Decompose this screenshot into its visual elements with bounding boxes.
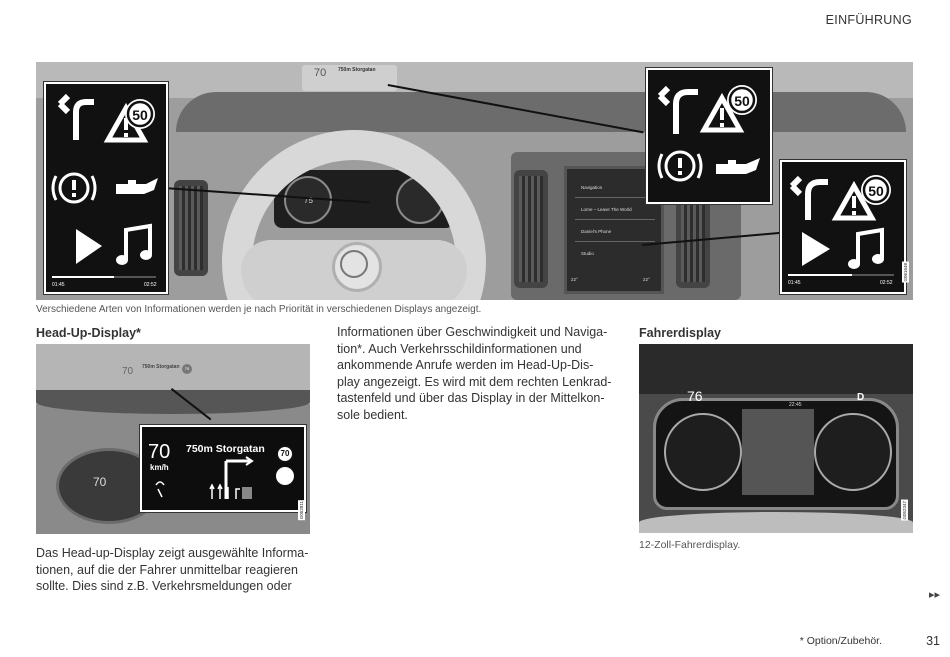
hud-small-speed: 70 bbox=[122, 366, 134, 377]
driver-display-gear: D bbox=[857, 392, 865, 403]
driver-display-speed: 76 bbox=[687, 388, 703, 404]
center-display-temp-right: 22° bbox=[643, 277, 650, 282]
progress-fill bbox=[788, 274, 852, 276]
driver-display-hood bbox=[639, 344, 913, 394]
center-display-info-panel: 50 01:45 02:52 bbox=[779, 159, 907, 295]
driver-display-heading: Fahrerdisplay bbox=[639, 326, 721, 340]
left-air-vent bbox=[174, 180, 208, 276]
hud-projection-speed: 70 bbox=[314, 67, 327, 79]
speedometer-gauge bbox=[664, 413, 742, 491]
footnote: * Option/Zubehör. bbox=[799, 635, 882, 647]
figure-id: G052811 bbox=[298, 500, 305, 521]
middle-column-text: Informationen über Geschwindigkeit und N… bbox=[337, 325, 612, 422]
total-time: 02:52 bbox=[144, 282, 157, 288]
hud-info-panel: 50 bbox=[645, 67, 773, 205]
no-overtaking-sign-icon bbox=[276, 467, 294, 485]
hud-projection bbox=[302, 65, 397, 91]
hud-description: Das Head-up-Display zeigt ausgewählte In… bbox=[36, 546, 309, 593]
hud-figure: 70 750m Storgatan 70 70 70 km/h 750m Sto… bbox=[36, 344, 310, 534]
hud-warning-icons: 50 bbox=[657, 85, 760, 182]
center-display-item: Lorne – Leave The World bbox=[581, 207, 632, 212]
hud-zoom-panel: 70 km/h 750m Storgatan 70 bbox=[139, 424, 307, 513]
page-number: 31 bbox=[926, 634, 940, 648]
center-display-item: Daniel's Phone bbox=[581, 229, 612, 234]
driver-display-time: 22:45 bbox=[789, 402, 802, 408]
speed-limit-sign: 50 bbox=[868, 183, 884, 199]
hud-small-street: 750m Storgatan bbox=[142, 364, 180, 370]
continue-arrow-icon: ▸▸ bbox=[928, 589, 940, 601]
hud-projection-street: 750m Storgatan bbox=[338, 67, 376, 73]
progress-track bbox=[52, 276, 156, 278]
center-left-air-vent bbox=[514, 170, 548, 288]
hud-street-name: 750m Storgatan bbox=[186, 443, 265, 455]
turn-and-warning-icons: 50 bbox=[51, 93, 158, 265]
hud-navigation-arrows bbox=[155, 456, 254, 499]
hud-heading: Head-Up-Display* bbox=[36, 326, 141, 340]
hud-small-limit: 70 bbox=[182, 364, 192, 374]
figure-caption: Verschiedene Arten von Informationen wer… bbox=[36, 304, 482, 315]
driver-display-figure: 76 D 22:45 G052347 bbox=[639, 344, 913, 533]
speed-limit-sign: 50 bbox=[132, 107, 148, 123]
center-display-item: Navigation bbox=[581, 185, 603, 190]
hud-speed-unit: km/h bbox=[150, 463, 169, 472]
speed-limit-sign: 50 bbox=[734, 93, 750, 109]
navigation-map bbox=[742, 409, 814, 495]
progress-track bbox=[788, 274, 894, 276]
center-display-item: Studio bbox=[581, 251, 594, 256]
steering-column bbox=[639, 512, 913, 533]
hud-speed-limit-sign: 70 bbox=[276, 445, 294, 463]
elapsed-time: 01:45 bbox=[52, 282, 65, 288]
driver-display-caption: 12-Zoll-Fahrerdisplay. bbox=[639, 539, 741, 551]
media-and-warning-icons: 50 bbox=[789, 175, 891, 269]
progress-fill bbox=[52, 276, 115, 278]
figure-id: G061648 bbox=[902, 262, 909, 283]
elapsed-time: 01:45 bbox=[788, 280, 801, 286]
hud-cluster-speed: 70 bbox=[93, 475, 107, 489]
volvo-logo-icon bbox=[340, 250, 368, 278]
center-display-temp-left: 22° bbox=[571, 277, 578, 282]
section-header: EINFÜHRUNG bbox=[825, 13, 912, 27]
hud-speed: 70 bbox=[148, 441, 171, 463]
figure-id: G052347 bbox=[901, 500, 908, 521]
cluster-info-panel: 50 01:45 02:52 bbox=[43, 81, 169, 295]
dashboard-overview-figure: 70 750m Storgatan Navigation Lorne – Lea… bbox=[36, 62, 913, 300]
driver-display-screen bbox=[653, 398, 899, 510]
tachometer-gauge bbox=[814, 413, 892, 491]
total-time: 02:52 bbox=[880, 280, 893, 286]
hud-dashboard bbox=[36, 390, 310, 414]
